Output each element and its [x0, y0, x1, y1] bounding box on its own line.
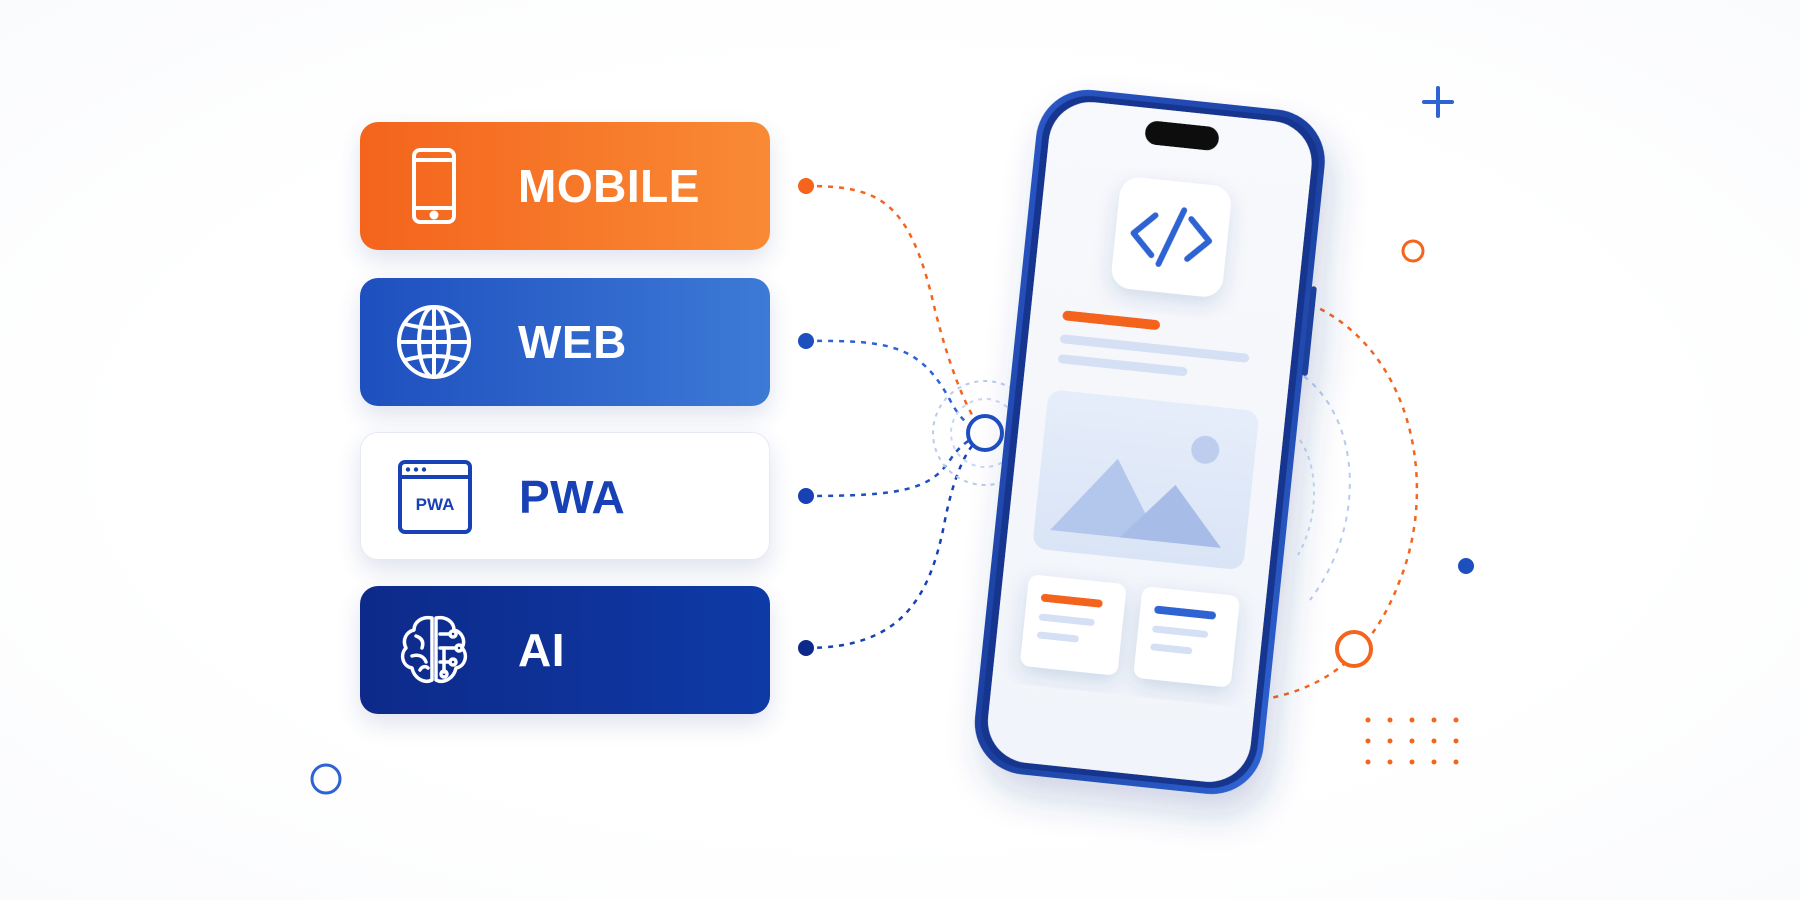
orbit-node-orange — [1335, 630, 1373, 668]
content-headline-bar — [1062, 310, 1161, 330]
orbit-arc-blue — [1294, 369, 1351, 601]
platform-card-web[interactable]: WEB — [360, 278, 770, 406]
card-label-mobile: MOBILE — [518, 160, 700, 212]
card-label-ai: AI — [518, 624, 565, 676]
connector-mobile — [805, 184, 986, 433]
phone-notch — [1145, 121, 1219, 151]
smartphone-icon — [394, 146, 474, 226]
mini-card-left — [1020, 575, 1126, 675]
plus-decoration-icon — [1422, 86, 1454, 118]
browser-window-icon: PWA — [395, 457, 475, 537]
card-label-web: WEB — [518, 316, 627, 368]
smartphone-mockup — [974, 89, 1325, 795]
orbit-arc-orange — [1259, 298, 1419, 702]
dot-decoration-blue — [1458, 558, 1474, 574]
ring-decoration-blue — [310, 763, 342, 795]
platform-card-ai[interactable]: AI — [360, 586, 770, 714]
connector-lines — [805, 184, 986, 650]
dot-grid-decoration — [1365, 717, 1459, 765]
orbit-arc-blue-inner — [1297, 439, 1315, 556]
brain-circuit-icon — [394, 610, 474, 690]
phone-side-button — [1301, 286, 1317, 376]
browser-window-icon-text: PWA — [416, 495, 455, 514]
connector-web — [805, 339, 986, 435]
globe-icon — [394, 302, 474, 382]
content-text-line — [1060, 334, 1250, 363]
platform-card-mobile[interactable]: MOBILE — [360, 122, 770, 250]
ring-decoration-orange — [1401, 239, 1425, 263]
connector-pwa — [805, 432, 986, 498]
card-label-pwa: PWA — [519, 471, 626, 523]
content-text-line — [1057, 354, 1188, 377]
mountain-image-icon — [1033, 390, 1259, 570]
connector-ai — [805, 434, 986, 650]
connector-endpoints — [798, 178, 814, 656]
mini-card-right — [1134, 587, 1240, 687]
platform-card-pwa[interactable]: PWA PWA — [360, 432, 770, 560]
